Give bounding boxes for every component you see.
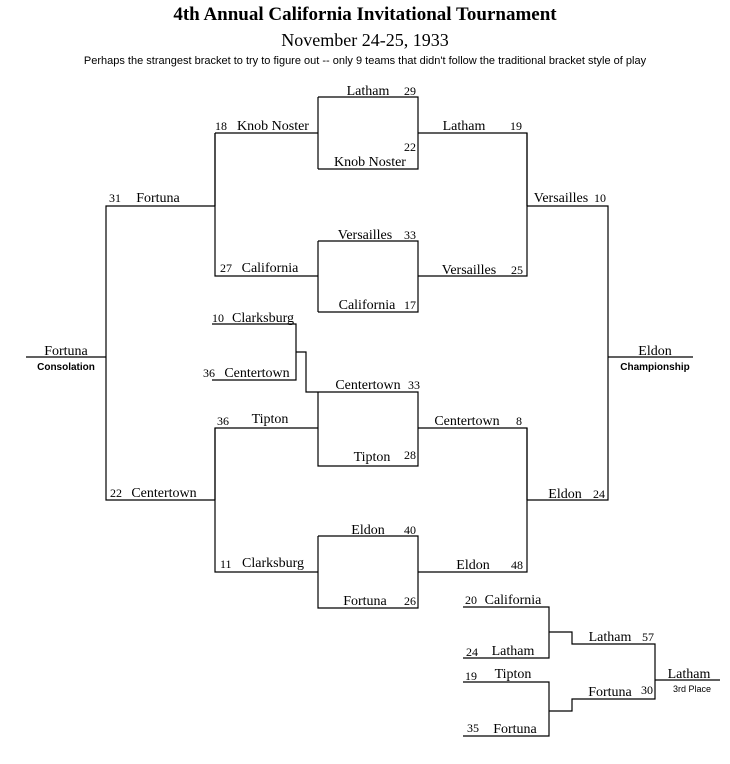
team-name: Eldon [456,558,489,573]
game-centertown-eldon: Centertown 8 Eldon 48 [418,414,528,573]
third-place-winner: Latham 3rd Place [655,667,720,694]
game-latham-knob-noster: Latham 29 22 Knob Noster [318,84,419,170]
team-score: 24 [593,487,605,501]
team-score: 20 [465,593,477,607]
team-score: 22 [110,486,122,500]
team-name: Centertown [224,366,289,381]
team-name: Centertown [131,486,196,501]
third-place-game-a: 20 California 24 Latham [463,593,550,659]
consolation-winner: Fortuna Consolation [26,344,106,373]
team-name: Fortuna [343,594,387,609]
team-score: 40 [404,523,416,537]
game-tipton-clarksburg: 36 Tipton 11 Clarksburg [214,412,318,573]
team-name: Tipton [354,450,391,465]
team-name: Knob Noster [334,155,406,170]
page-title: 4th Annual California Invitational Tourn… [173,4,557,25]
team-name: Centertown [434,414,499,429]
team-name: Clarksburg [242,556,304,571]
team-score: 17 [404,298,416,312]
consolation-label: Consolation [37,362,95,373]
third-place-label: 3rd Place [673,684,711,694]
team-score: 35 [467,721,479,735]
team-score: 11 [220,557,232,571]
team-name: Eldon [351,523,384,538]
championship-semifinal: Versailles 10 Eldon 24 [526,133,609,502]
bracket-line [296,351,419,467]
third-place-final: Latham 57 Fortuna 30 [549,630,656,712]
team-score: 10 [212,311,224,325]
team-name: Fortuna [44,344,88,359]
team-name: Fortuna [493,722,537,737]
game-centertown-tipton: Centertown 33 Tipton 28 [296,351,420,467]
team-score: 24 [466,645,478,659]
game-knob-noster-california: 18 Knob Noster 27 California [214,97,319,312]
team-score: 36 [217,414,229,428]
tournament-date: November 24-25, 1933 [281,30,449,50]
team-name: California [485,593,543,608]
team-score: 18 [215,119,227,133]
team-name: California [242,261,300,276]
team-name: Latham [589,630,632,645]
bracket-line [527,205,609,501]
bracket-line [214,427,318,573]
championship-winner: Eldon Championship [608,344,693,373]
team-score: 48 [511,558,523,572]
team-score: 30 [641,683,653,697]
team-name: California [339,298,397,313]
game-latham-versailles: Latham 19 Versailles 25 [418,119,528,278]
team-name: Fortuna [136,191,180,206]
team-score: 36 [203,366,215,380]
team-name: Centertown [335,378,400,393]
team-name: Eldon [548,487,581,502]
team-name: Latham [443,119,486,134]
team-name: Tipton [495,667,532,682]
consolation-semifinal: 31 Fortuna 22 Centertown [105,133,216,501]
team-name: Knob Noster [237,119,309,134]
third-place-game-b: 19 Tipton 35 Fortuna [463,667,550,737]
bracket-line [105,205,215,501]
team-score: 25 [511,263,523,277]
team-score: 22 [404,140,416,154]
team-score: 27 [220,261,232,275]
game-versailles-california: Versailles 33 California 17 [318,228,419,313]
team-score: 33 [408,378,420,392]
bracket-line [418,427,528,573]
team-name: Latham [492,644,535,659]
team-name: Eldon [638,344,671,359]
team-score: 19 [465,669,477,683]
team-name: Versailles [442,263,496,278]
team-score: 19 [510,119,522,133]
team-score: 29 [404,84,416,98]
team-score: 10 [594,191,606,205]
bracket-line [418,132,528,277]
championship-label: Championship [620,362,689,373]
game-eldon-fortuna: Eldon 40 Fortuna 26 [317,523,419,609]
team-name: Latham [668,667,711,682]
bracket-line [549,631,656,712]
team-score: 31 [109,191,121,205]
team-score: 26 [404,594,416,608]
game-clarksburg-centertown: 10 Clarksburg 36 Centertown [203,311,297,381]
team-score: 33 [404,228,416,242]
team-score: 57 [642,630,654,644]
team-name: Versailles [338,228,392,243]
team-name: Latham [347,84,390,99]
bracket-note: Perhaps the strangest bracket to try to … [83,55,647,67]
bracket-line [214,133,318,277]
bracket-line [463,681,550,737]
bracket-line [317,535,419,609]
team-name: Tipton [252,412,289,427]
team-score: 8 [516,414,522,428]
team-score: 28 [404,448,416,462]
team-name: Clarksburg [232,311,294,326]
team-name: Fortuna [588,685,632,700]
team-name: Versailles [534,191,588,206]
